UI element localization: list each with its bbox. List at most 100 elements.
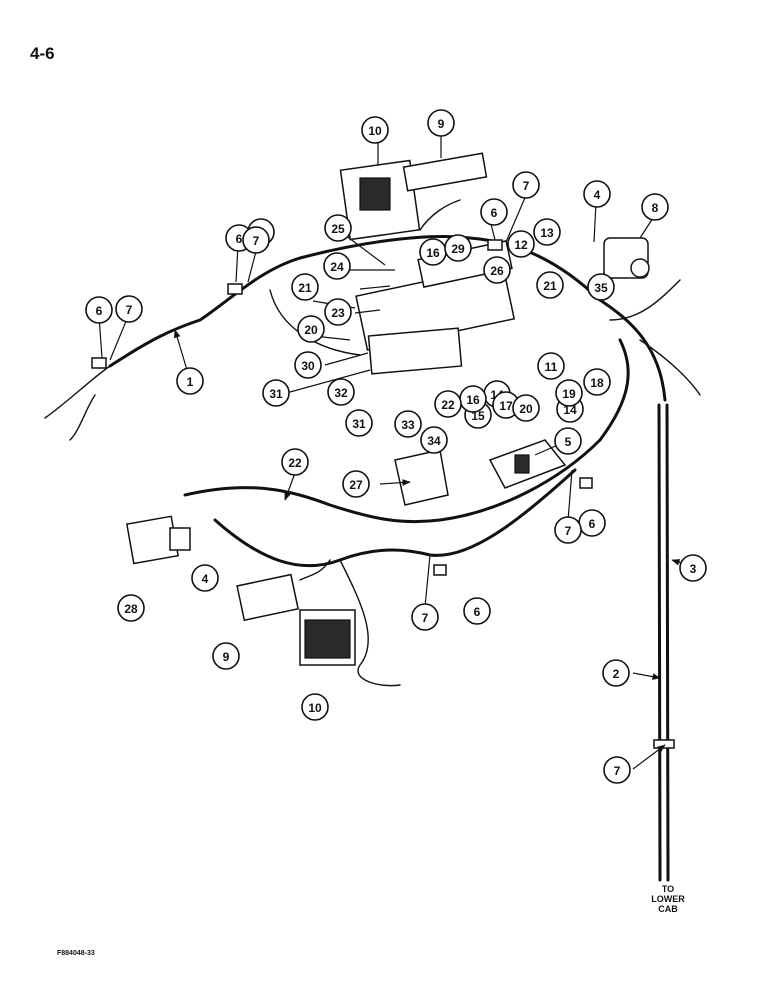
callout-16: 16 — [459, 385, 487, 413]
harness-22-lower — [213, 468, 577, 568]
callout-18: 18 — [583, 368, 611, 396]
callout-35: 35 — [587, 273, 615, 301]
callout-3: 3 — [679, 554, 707, 582]
callout-label: 7 — [523, 179, 530, 193]
callout-2: 2 — [602, 659, 630, 687]
harness-wires — [44, 194, 701, 882]
callout-label: 5 — [565, 435, 572, 449]
callout-label: 12 — [514, 238, 528, 252]
callout-label: 27 — [349, 478, 363, 492]
callout-21: 21 — [291, 273, 319, 301]
callout-label: 32 — [334, 386, 348, 400]
callout-label: 22 — [441, 398, 455, 412]
component-10-top — [339, 159, 421, 241]
callout-label: 34 — [427, 434, 441, 448]
callout-label: 24 — [330, 260, 344, 274]
callout-7: 7 — [554, 516, 582, 544]
callout-21: 21 — [536, 271, 564, 299]
callout-label: 18 — [590, 376, 604, 390]
callout-4: 4 — [583, 180, 611, 208]
callout-33: 33 — [394, 410, 422, 438]
figure-code: F884048-33 — [57, 950, 95, 957]
harness-2 — [657, 403, 662, 882]
callout-label: 19 — [562, 387, 576, 401]
callout-label: 13 — [540, 226, 554, 240]
callout-8: 8 — [641, 193, 669, 221]
callout-label: 35 — [594, 281, 608, 295]
callout-22: 22 — [434, 390, 462, 418]
callout-label: 6 — [236, 232, 243, 246]
callout-label: 20 — [519, 402, 533, 416]
page-number: 4-6 — [30, 44, 55, 63]
callout-label: 1 — [187, 375, 194, 389]
callout-31: 31 — [262, 379, 290, 407]
callout-17: 17 — [492, 391, 520, 419]
harness-branch-right — [609, 279, 701, 396]
callout-19: 19 — [555, 379, 583, 407]
callout-layer: 1234456666677777778991010111213141415161… — [85, 109, 707, 784]
callout-6: 6 — [578, 509, 606, 537]
callout-label: 9 — [223, 650, 230, 664]
callout-9: 9 — [212, 642, 240, 670]
callout-11: 11 — [537, 352, 565, 380]
harness-end-left — [44, 365, 111, 441]
harness-branch-lamp — [299, 559, 401, 687]
callout-label: 7 — [422, 611, 429, 625]
callout-label: 6 — [96, 304, 103, 318]
callout-27: 27 — [342, 470, 370, 498]
callout-label: 23 — [331, 306, 345, 320]
component-28 — [125, 515, 191, 565]
callout-label: 26 — [490, 264, 504, 278]
callout-label: 7 — [253, 234, 260, 248]
callout-label: 22 — [288, 456, 302, 470]
callout-34: 34 — [420, 426, 448, 454]
callout-label: 21 — [298, 281, 312, 295]
callout-label: 7 — [126, 303, 133, 317]
callout-7: 7 — [115, 295, 143, 323]
callout-30: 30 — [294, 351, 322, 379]
callout-10: 10 — [361, 116, 389, 144]
callout-32: 32 — [327, 378, 355, 406]
component-5 — [488, 439, 567, 489]
callout-label: 6 — [474, 605, 481, 619]
callout-28: 28 — [117, 594, 145, 622]
callout-22: 22 — [281, 448, 309, 476]
callout-label: 31 — [352, 417, 366, 431]
callout-label: 3 — [690, 562, 697, 576]
callout-label: 21 — [543, 279, 557, 293]
component-10-bottom — [299, 609, 356, 666]
callout-label: 16 — [426, 246, 440, 260]
callout-label: 7 — [565, 524, 572, 538]
callout-16: 16 — [419, 238, 447, 266]
callout-label: 6 — [491, 206, 498, 220]
harness-1 — [108, 235, 667, 402]
callout-26: 26 — [483, 256, 511, 284]
callout-13: 13 — [533, 218, 561, 246]
component-8 — [603, 237, 650, 279]
callout-label: 17 — [499, 399, 513, 413]
component-9-top — [402, 152, 488, 192]
callout-6: 6 — [85, 296, 113, 324]
callout-label: 31 — [269, 387, 283, 401]
callout-label: 6 — [589, 517, 596, 531]
callout-5: 5 — [554, 427, 582, 455]
callout-label: 4 — [202, 572, 209, 586]
callout-24: 24 — [323, 252, 351, 280]
callout-label: 28 — [124, 602, 138, 616]
component-27 — [394, 449, 449, 506]
callout-label: 25 — [331, 222, 345, 236]
callout-label: 4 — [594, 188, 601, 202]
callout-1: 1 — [176, 367, 204, 395]
callout-9: 9 — [427, 109, 455, 137]
callout-label: 30 — [301, 359, 315, 373]
callout-7: 7 — [512, 171, 540, 199]
callout-label: 11 — [545, 360, 558, 374]
callout-label: 2 — [613, 667, 620, 681]
callout-6: 6 — [463, 597, 491, 625]
callout-20: 20 — [512, 394, 540, 422]
callout-label: 16 — [466, 393, 480, 407]
callout-label: 20 — [304, 323, 318, 337]
callout-label: 33 — [401, 418, 415, 432]
to-lower-cab-label: TO LOWER CAB — [651, 884, 685, 914]
